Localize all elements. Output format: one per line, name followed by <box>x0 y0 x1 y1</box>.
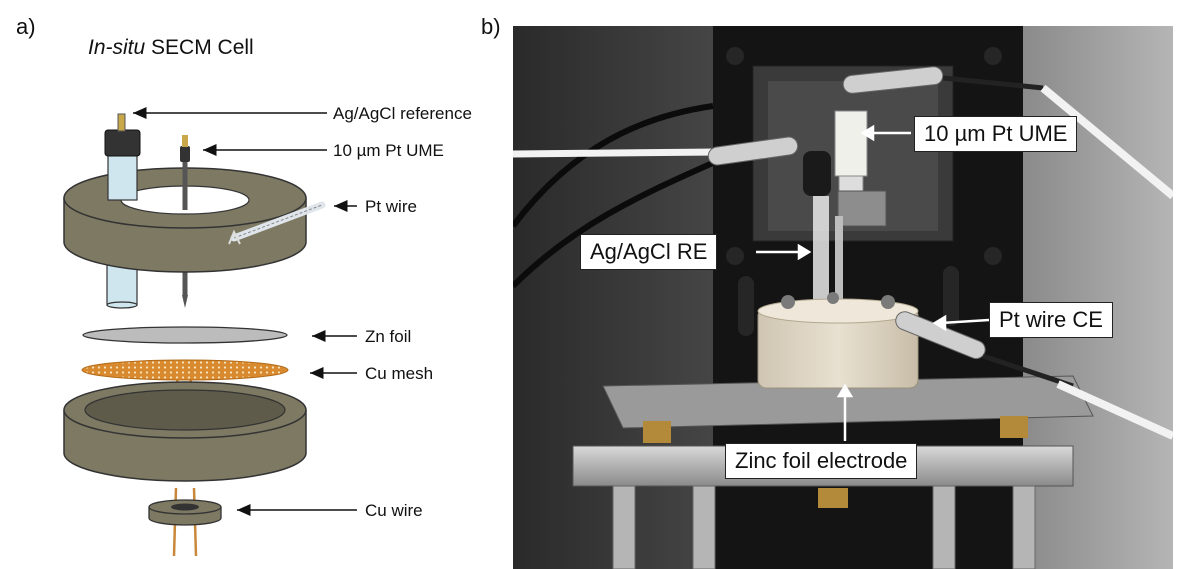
label-arrows <box>133 107 357 516</box>
label-ag-agcl-reference: Ag/AgCl reference <box>333 104 472 123</box>
bottom-cell-ring <box>63 381 307 482</box>
cu-mesh-disc <box>81 359 289 381</box>
panel-a-letter: a) <box>16 14 36 39</box>
zn-foil-disc <box>82 326 288 344</box>
cell-title-italic: In-situ <box>88 36 146 59</box>
callout-ag-agcl-re: Ag/AgCl RE <box>580 234 718 270</box>
label-cu-mesh: Cu mesh <box>365 364 434 383</box>
cell-title: In-situ SECM Cell <box>88 36 254 60</box>
secm-cell-diagram <box>63 107 357 557</box>
cell-photograph <box>513 26 1173 569</box>
callout-zinc-foil-electrode: Zinc foil electrode <box>725 443 918 479</box>
ume-top <box>180 135 190 210</box>
top-cell-ring <box>63 167 326 273</box>
label-zn-foil: Zn foil <box>365 327 412 346</box>
panel-b-letter: b) <box>481 14 501 39</box>
callout-pt-ume: 10 µm Pt UME <box>914 116 1078 152</box>
label-pt-ume: 10 µm Pt UME <box>333 141 444 160</box>
cell-title-rest: SECM Cell <box>145 36 254 59</box>
callout-pt-wire-ce: Pt wire CE <box>989 302 1113 338</box>
cu-wire-fitting <box>148 499 222 526</box>
reference-electrode-top <box>104 113 141 201</box>
label-pt-wire: Pt wire <box>365 197 417 216</box>
label-cu-wire: Cu wire <box>365 501 423 520</box>
